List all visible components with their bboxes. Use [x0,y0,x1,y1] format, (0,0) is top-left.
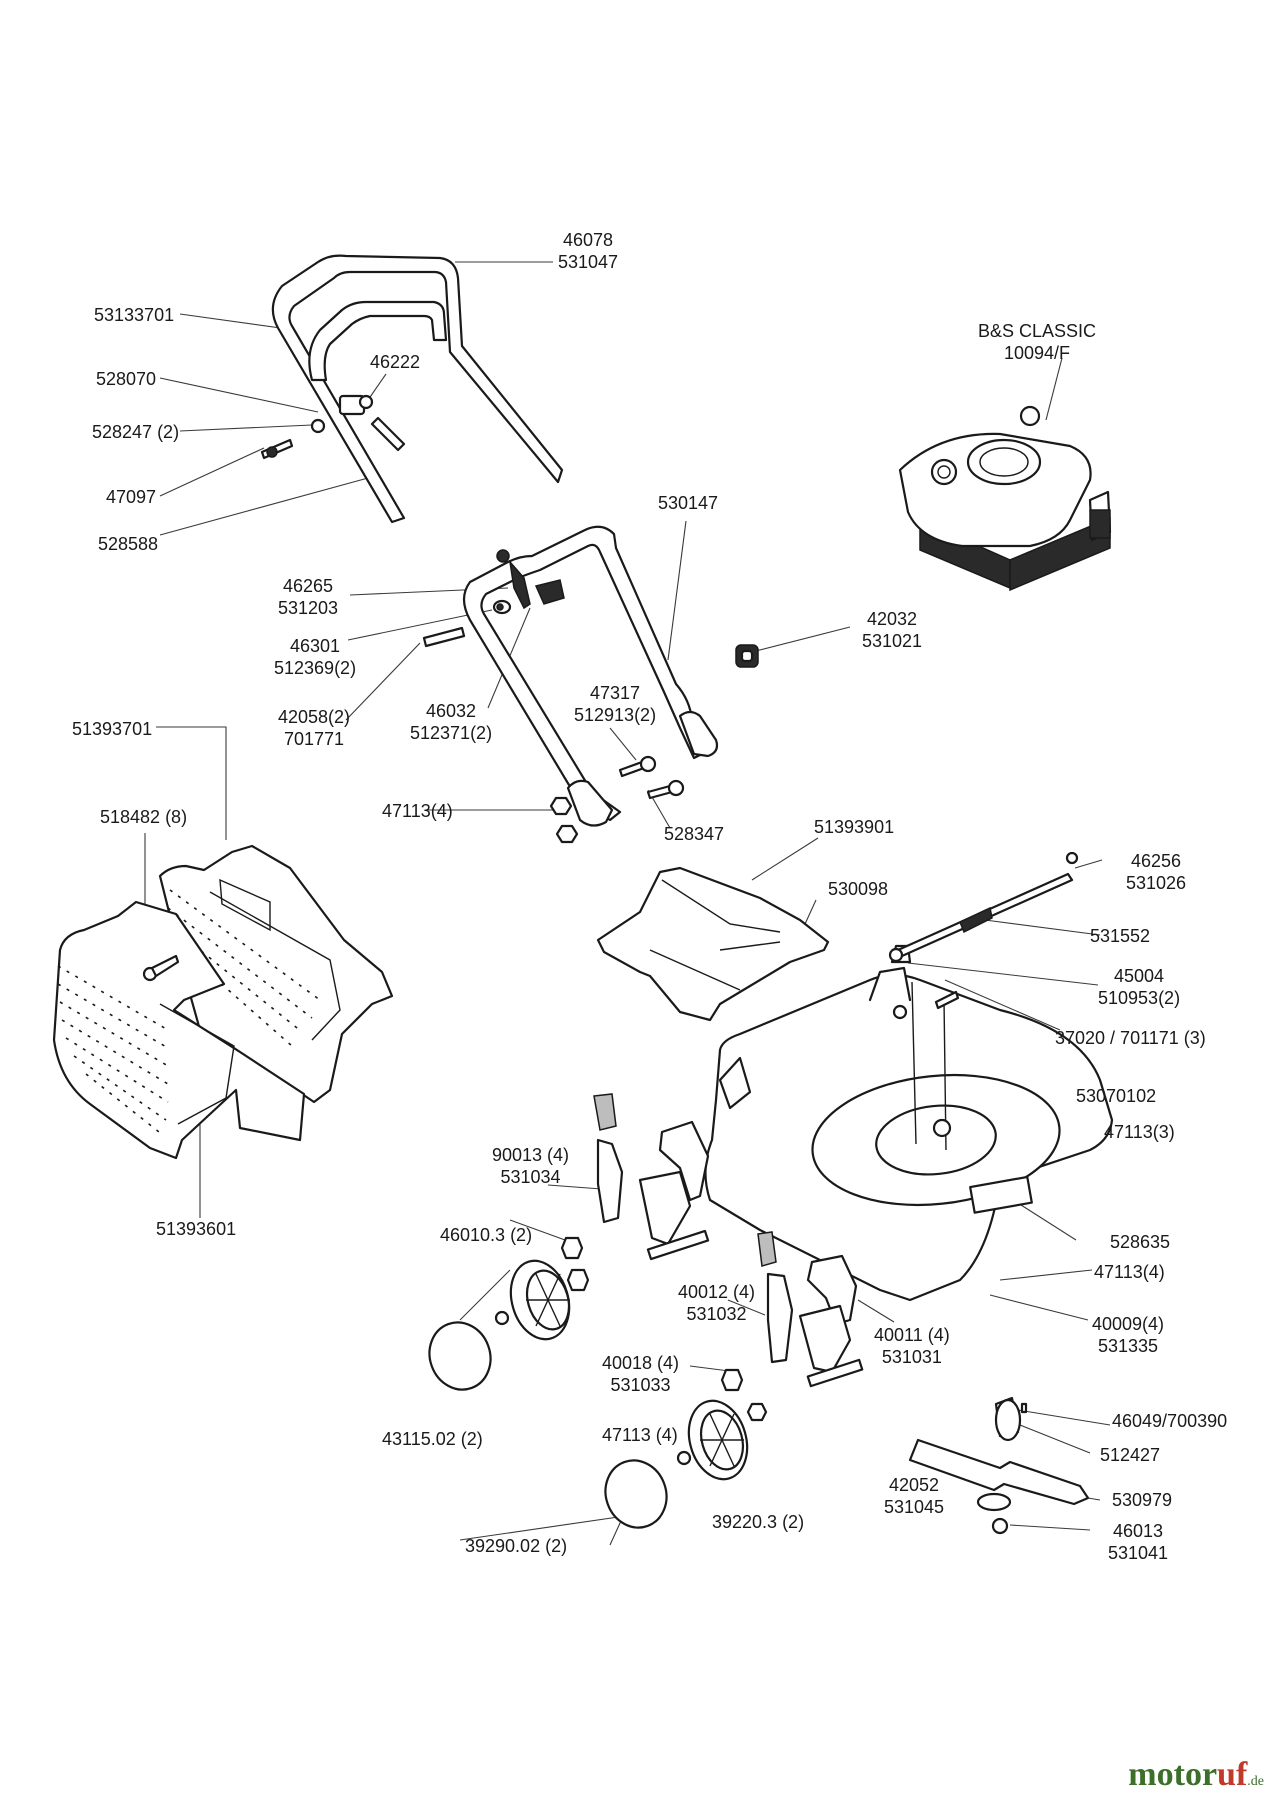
label-rear-hubcap: 39290.02 (2) [465,1536,568,1556]
label-rear-bracket-right: 40011 (4)531031 [874,1325,950,1367]
front-wheel-drawing [428,1259,571,1391]
lower-handle-drawing [422,525,759,844]
rear-wheel-drawing [604,1399,749,1529]
height-adjust-rod-drawing [888,851,1079,1020]
label-bracket: 528070 [96,369,157,389]
front-axle-drawing [560,1093,710,1292]
label-knob: 46222 [370,352,421,372]
blade-drawing [908,1396,1090,1535]
label-blade-hub: 512427 [1100,1445,1161,1465]
label-housing: 53070102 [1076,1086,1157,1106]
label-lower-handle: 530147 [658,493,719,513]
label-badge: 528635 [1110,1232,1171,1252]
upper-handle-drawing [260,254,564,524]
label-grass-bag: 51393601 [156,1219,237,1239]
rear-axle-drawing [720,1231,864,1422]
engine-drawing [898,357,1112,592]
label-handle-bolt: 42058(2)701771 [278,707,351,749]
label-front-wheel: 46010.3 (2) [440,1225,533,1245]
label-lower-screw: 528347 [664,824,725,844]
label-rear-wheel: 39220.3 (2) [712,1512,805,1532]
label-rear-washer: 40009(4)531335 [1092,1314,1165,1356]
label-spring: 531552 [1090,926,1151,946]
label-blade-adapter: 46049/700390 [1112,1411,1228,1431]
label-front-hubcap: 43115.02 (2) [382,1429,483,1449]
discharge-flap-drawing [596,866,830,1022]
label-axle-bolt: 40018 (4)531033 [602,1353,680,1395]
label-upper-handle: 53133701 [94,305,175,325]
label-cable: 528588 [98,534,159,554]
label-rivets: 518482 (8) [100,807,188,827]
mower-deck-drawing [704,944,1114,1302]
label-rear-nut: 47113(4) [1094,1262,1165,1282]
label-front-bracket: 90013 (4)531034 [492,1145,570,1187]
label-axle-nut: 47113 (4) [602,1425,678,1445]
label-flap: 51393901 [814,817,895,837]
grass-bag-drawing [52,900,306,1160]
label-blade: 530979 [1112,1490,1173,1510]
label-rear-bracket-left: 40012 (4)531032 [678,1282,756,1324]
label-nuts: 47113(4) [382,801,453,821]
label-deck-bolt: 37020 / 701171 (3) [1055,1028,1206,1048]
label-bolt: 47097 [106,487,157,507]
label-bag-frame: 51393701 [72,719,153,739]
label-flap-cover: 530098 [828,879,889,899]
label-deck-nut: 47113(3) [1104,1122,1175,1142]
motoruf-logo: motoruf.de [1128,1756,1264,1793]
label-washer: 528247 (2) [92,422,180,442]
